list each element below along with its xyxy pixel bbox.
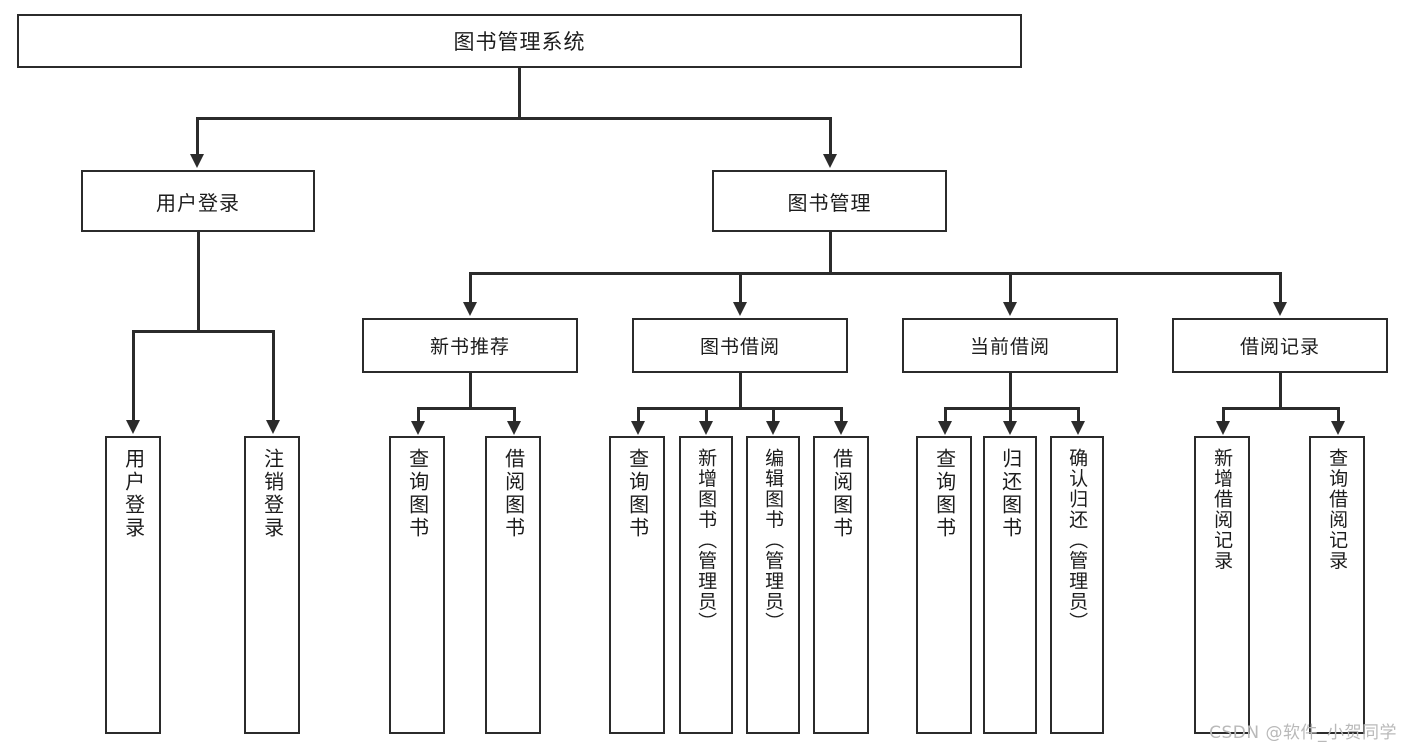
leaf-add-borrow-record[interactable]: 新增借阅记录: [1194, 436, 1250, 734]
node-label: 图书借阅: [699, 336, 780, 358]
leaf-label: 确认归还（管理员）: [1066, 448, 1089, 633]
connector-borrow-to-l3: [772, 407, 775, 423]
leaf-label: 注销登录: [260, 448, 285, 540]
leaf-query-book-recommend[interactable]: 查询图书: [389, 436, 445, 734]
arrowhead-current-to-l1: [938, 421, 952, 435]
leaf-confirm-return-admin[interactable]: 确认归还（管理员）: [1050, 436, 1104, 734]
node-user-login[interactable]: 用户登录: [81, 170, 315, 232]
leaf-return-book[interactable]: 归还图书: [983, 436, 1037, 734]
leaf-label: 编辑图书（管理员）: [762, 448, 785, 633]
leaf-label: 借阅图书: [829, 448, 854, 540]
connector-bookmgmt-to-c1: [469, 272, 472, 304]
arrowhead-login-to-leaf2: [266, 420, 280, 434]
connector-root-bar: [196, 117, 832, 120]
leaf-logout[interactable]: 注销登录: [244, 436, 300, 734]
leaf-add-book-admin[interactable]: 新增图书（管理员）: [679, 436, 733, 734]
arrowhead-root-to-login: [190, 154, 204, 168]
connector-record-to-l2: [1337, 407, 1340, 423]
connector-current-to-l2: [1009, 407, 1012, 423]
arrowhead-borrow-to-l4: [834, 421, 848, 435]
arrowhead-borrow-to-l3: [766, 421, 780, 435]
connector-current-to-l1: [944, 407, 947, 423]
arrowhead-root-to-bookmgmt: [823, 154, 837, 168]
node-book-borrow[interactable]: 图书借阅: [632, 318, 848, 373]
leaf-label: 新增图书（管理员）: [695, 448, 718, 633]
node-label: 用户登录: [156, 190, 240, 215]
arrowhead-bookmgmt-to-c2: [733, 302, 747, 316]
arrowhead-bookmgmt-to-c3: [1003, 302, 1017, 316]
connector-borrow-to-l2: [705, 407, 708, 423]
leaf-user-login[interactable]: 用户登录: [105, 436, 161, 734]
connector-root-to-bookmgmt: [829, 117, 832, 156]
connector-login-to-leaf2: [272, 330, 275, 422]
arrowhead-record-to-l2: [1331, 421, 1345, 435]
connector-bookmgmt-bar: [469, 272, 1281, 275]
node-current-borrow[interactable]: 当前借阅: [902, 318, 1118, 373]
leaf-edit-book-admin[interactable]: 编辑图书（管理员）: [746, 436, 800, 734]
leaf-label: 查询图书: [625, 448, 650, 540]
leaf-query-book-current[interactable]: 查询图书: [916, 436, 972, 734]
connector-login-to-leaf1: [132, 330, 135, 422]
arrowhead-current-to-l2: [1003, 421, 1017, 435]
connector-recommend-to-l1: [417, 407, 420, 423]
connector-login-bar: [132, 330, 274, 333]
connector-bookmgmt-stem: [829, 232, 832, 274]
leaf-query-book-borrow[interactable]: 查询图书: [609, 436, 665, 734]
connector-recommend-stem: [469, 373, 472, 409]
arrowhead-record-to-l1: [1216, 421, 1230, 435]
node-label: 图书管理系统: [453, 30, 586, 54]
leaf-borrow-book[interactable]: 借阅图书: [813, 436, 869, 734]
arrowhead-recommend-to-l1: [411, 421, 425, 435]
leaf-label: 用户登录: [121, 448, 146, 540]
connector-borrow-to-l4: [840, 407, 843, 423]
connector-current-bar: [944, 407, 1079, 410]
connector-recommend-to-l2: [513, 407, 516, 423]
connector-current-to-l3: [1077, 407, 1080, 423]
connector-login-stem: [197, 232, 200, 332]
connector-current-stem: [1009, 373, 1012, 409]
node-label: 图书管理: [787, 190, 872, 215]
leaf-borrow-book-recommend[interactable]: 借阅图书: [485, 436, 541, 734]
node-root-system[interactable]: 图书管理系统: [17, 14, 1022, 68]
connector-root-stem: [518, 68, 521, 117]
node-label: 新书推荐: [429, 336, 510, 358]
connector-bookmgmt-to-c2: [739, 272, 742, 304]
connector-recommend-bar: [417, 407, 515, 410]
arrowhead-borrow-to-l2: [699, 421, 713, 435]
arrowhead-login-to-leaf1: [126, 420, 140, 434]
leaf-label: 新增借阅记录: [1211, 448, 1234, 571]
node-label: 当前借阅: [969, 336, 1050, 358]
connector-bookmgmt-to-c4: [1279, 272, 1282, 304]
connector-bookmgmt-to-c3: [1009, 272, 1012, 304]
connector-borrow-stem: [739, 373, 742, 409]
arrowhead-current-to-l3: [1071, 421, 1085, 435]
leaf-label: 归还图书: [998, 448, 1023, 540]
connector-record-to-l1: [1222, 407, 1225, 423]
arrowhead-bookmgmt-to-c1: [463, 302, 477, 316]
connector-borrow-bar: [637, 407, 842, 410]
connector-borrow-to-l1: [637, 407, 640, 423]
leaf-label: 查询图书: [932, 448, 957, 540]
leaf-label: 借阅图书: [501, 448, 526, 540]
leaf-label: 查询图书: [405, 448, 430, 540]
connector-record-bar: [1222, 407, 1339, 410]
leaf-label: 查询借阅记录: [1326, 448, 1349, 571]
node-label: 借阅记录: [1239, 336, 1320, 358]
leaf-query-borrow-record[interactable]: 查询借阅记录: [1309, 436, 1365, 734]
arrowhead-bookmgmt-to-c4: [1273, 302, 1287, 316]
arrowhead-borrow-to-l1: [631, 421, 645, 435]
arrowhead-recommend-to-l2: [507, 421, 521, 435]
node-borrow-record[interactable]: 借阅记录: [1172, 318, 1388, 373]
node-new-book-recommend[interactable]: 新书推荐: [362, 318, 578, 373]
connector-record-stem: [1279, 373, 1282, 409]
node-book-management[interactable]: 图书管理: [712, 170, 947, 232]
connector-root-to-login: [196, 117, 199, 156]
